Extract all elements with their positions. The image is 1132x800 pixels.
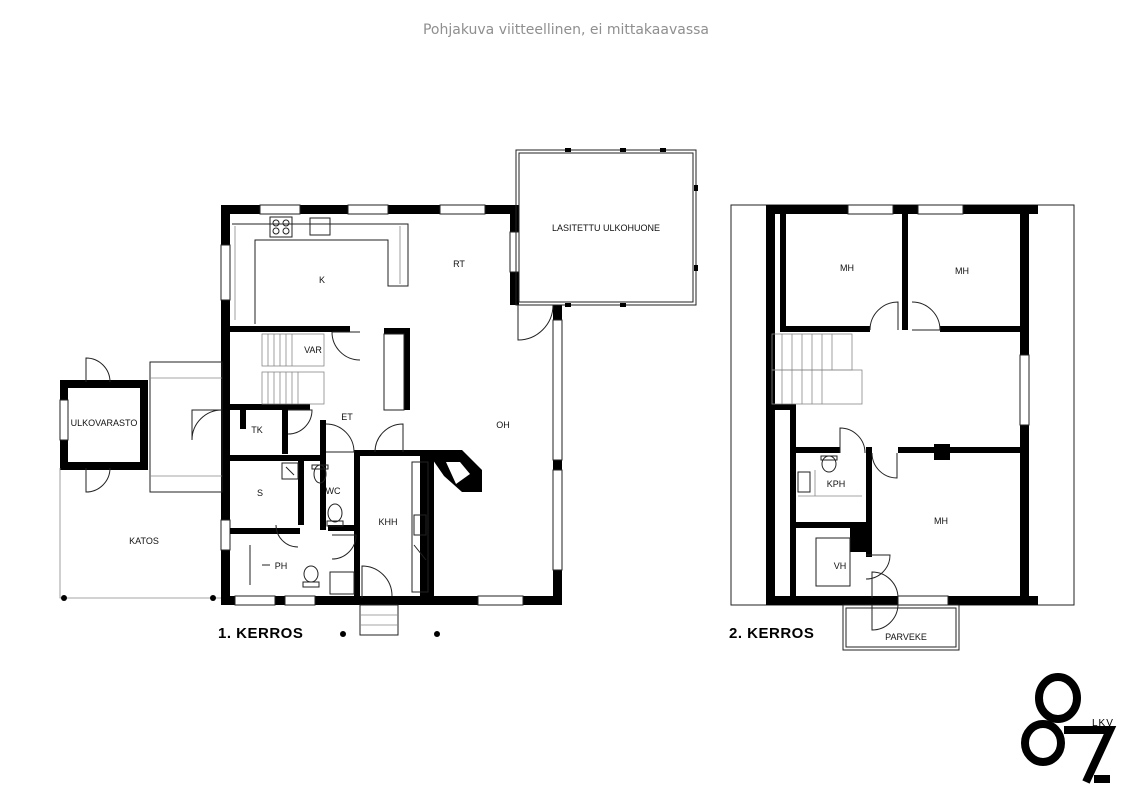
logo-text: LKV [1092,718,1114,729]
room-label-tk: TK [251,425,263,435]
room-label-khh: KHH [378,517,397,527]
room-label-var: VAR [304,345,322,355]
room-label-oh: OH [496,420,510,430]
room-label-lasitettu-ulkohuone: LASITETTU ULKOHUONE [552,223,660,233]
brand-logo: LKV [1021,673,1117,784]
room-label-mh-2: MH [955,266,969,276]
room-label-mh-1: MH [840,263,854,273]
floor-plan-1 [59,148,698,637]
room-label-rt: RT [453,259,465,269]
room-label-ph: PH [275,561,288,571]
room-label-parveke: PARVEKE [885,632,927,642]
floor-plan-2 [730,204,1075,651]
room-label-s: S [257,488,263,498]
room-label-et: ET [341,412,353,422]
room-label-wc: WC [326,486,341,496]
room-label-katos: KATOS [129,536,159,546]
room-label-ulkovarasto: ULKOVARASTO [71,418,138,428]
disclaimer-text: Pohjakuva viitteellinen, ei mittakaavass… [422,22,709,38]
room-label-mh-3: MH [934,516,948,526]
room-label-kph: KPH [827,479,846,489]
floor-title-2: 2. KERROS [729,625,814,642]
floor-title-1: 1. KERROS [218,625,303,642]
room-label-vh: VH [834,561,847,571]
room-label-k: K [319,275,325,285]
